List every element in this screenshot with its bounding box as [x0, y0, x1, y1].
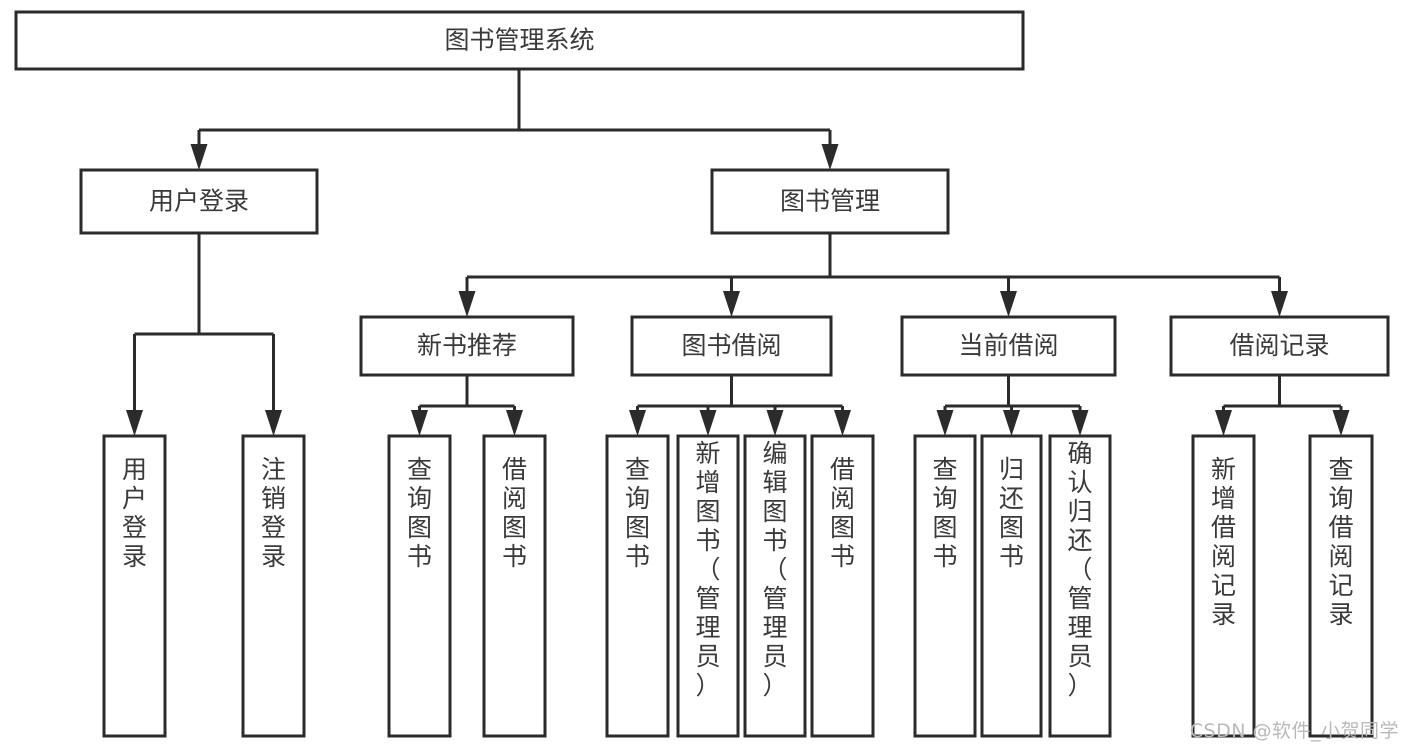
- node-leaf-7-label: 借阅图书: [830, 455, 855, 571]
- node-level2-0-label: 用户登录: [149, 187, 249, 216]
- node-leaf-5-rect[interactable]: [676, 434, 740, 738]
- node-leaf-9-rect[interactable]: [980, 434, 1043, 738]
- root-to-level2-1-arrowhead: [821, 144, 839, 170]
- level3-3-to-leaf-0-arrowhead: [1215, 410, 1232, 436]
- node-level3-0-rect[interactable]: [359, 315, 575, 377]
- node-leaf-2-label: 查询图书: [407, 455, 432, 571]
- csdn-watermark: CSDN @软件_小贺同学: [1189, 720, 1399, 742]
- node-leaf-9-label: 归还图书: [999, 455, 1024, 571]
- node-level3-1[interactable]: 图书借阅: [630, 315, 833, 377]
- node-root-图书管理系统-rect[interactable]: [14, 10, 1025, 71]
- node-leaf-0-label: 用户登录: [122, 455, 147, 571]
- node-leaf-12[interactable]: 查询借阅记录: [1308, 434, 1374, 738]
- level3-0-to-leaf-1-arrowhead: [506, 410, 523, 436]
- login-to-leaf-0-arrowhead: [126, 410, 143, 436]
- node-leaf-5[interactable]: 新增图书（管理员）: [676, 434, 740, 738]
- node-leaf-9[interactable]: 归还图书: [980, 434, 1043, 738]
- node-leaf-11-rect[interactable]: [1191, 434, 1256, 738]
- node-leaf-4-label: 查询图书: [625, 455, 650, 571]
- node-leaf-10-rect[interactable]: [1048, 434, 1112, 738]
- node-level2-1-label: 图书管理: [780, 187, 880, 216]
- level3-1-to-leaf-1-arrowhead: [699, 410, 717, 436]
- node-leaf-0-rect[interactable]: [102, 434, 167, 738]
- node-leaf-6-rect[interactable]: [743, 434, 807, 738]
- node-leaf-10[interactable]: 确认归还（管理员）: [1048, 434, 1112, 738]
- node-root-图书管理系统-label: 图书管理系统: [444, 26, 594, 55]
- node-leaf-12-rect[interactable]: [1308, 434, 1374, 738]
- node-level3-3-rect[interactable]: [1169, 315, 1390, 377]
- node-level2-1-rect[interactable]: [710, 168, 950, 235]
- node-level3-0[interactable]: 新书推荐: [359, 315, 575, 377]
- level3-2-to-leaf-1-arrowhead: [1003, 410, 1020, 436]
- node-leaf-3[interactable]: 借阅图书: [482, 434, 547, 738]
- node-leaf-12-label: 查询借阅记录: [1328, 455, 1353, 629]
- node-level3-3[interactable]: 借阅记录: [1169, 315, 1390, 377]
- node-leaf-7-rect[interactable]: [810, 434, 875, 738]
- node-leaf-3-label: 借阅图书: [502, 455, 527, 571]
- node-root-图书管理系统[interactable]: 图书管理系统: [14, 10, 1025, 71]
- level3-1-to-leaf-0-arrowhead: [629, 410, 646, 436]
- node-leaf-11-label: 新增借阅记录: [1211, 455, 1236, 629]
- level3-3-to-leaf-1-arrowhead: [1332, 410, 1350, 436]
- books-to-level3-1-arrowhead: [723, 291, 740, 317]
- node-leaf-0[interactable]: 用户登录: [102, 434, 167, 738]
- node-leaf-1[interactable]: 注销登录: [241, 434, 306, 738]
- node-leaf-8[interactable]: 查询图书: [913, 434, 977, 738]
- node-leaf-7[interactable]: 借阅图书: [810, 434, 875, 738]
- level3-2-to-leaf-0-arrowhead: [936, 410, 954, 436]
- node-leaf-1-label: 注销登录: [261, 455, 286, 571]
- node-level3-1-rect[interactable]: [630, 315, 833, 377]
- books-to-level3-0-arrowhead: [458, 291, 476, 317]
- node-leaf-2-rect[interactable]: [387, 434, 452, 738]
- node-leaf-8-label: 查询图书: [932, 455, 957, 571]
- node-leaf-2[interactable]: 查询图书: [387, 434, 452, 738]
- nodes-group: 图书管理系统用户登录图书管理新书推荐图书借阅当前借阅借阅记录用户登录注销登录查询…: [14, 10, 1390, 738]
- books-to-level3-3-arrowhead: [1271, 291, 1288, 317]
- node-level3-0-label: 新书推荐: [417, 331, 517, 360]
- node-leaf-10-label: 确认归还（管理员）: [1067, 439, 1092, 700]
- node-level2-0-rect[interactable]: [79, 168, 319, 235]
- node-leaf-5-label: 新增图书（管理员）: [695, 439, 720, 700]
- node-level3-3-label: 借阅记录: [1229, 331, 1329, 360]
- node-level3-2-label: 当前借阅: [958, 331, 1058, 360]
- node-leaf-11[interactable]: 新增借阅记录: [1191, 434, 1256, 738]
- node-leaf-4-rect[interactable]: [605, 434, 670, 738]
- connector-edges-group: [126, 69, 1350, 436]
- node-leaf-1-rect[interactable]: [241, 434, 306, 738]
- node-level3-2-rect[interactable]: [900, 315, 1117, 377]
- level3-1-to-leaf-2-arrowhead: [766, 410, 784, 436]
- node-leaf-6[interactable]: 编辑图书（管理员）: [743, 434, 807, 738]
- node-level2-0[interactable]: 用户登录: [79, 168, 319, 235]
- level3-1-to-leaf-3-arrowhead: [834, 410, 851, 436]
- level3-0-to-leaf-0-arrowhead: [411, 410, 428, 436]
- books-to-level3-2-arrowhead: [1000, 291, 1017, 317]
- node-leaf-4[interactable]: 查询图书: [605, 434, 670, 738]
- node-leaf-6-label: 编辑图书（管理员）: [762, 439, 787, 700]
- root-to-level2-0-arrowhead: [190, 144, 208, 170]
- login-to-leaf-1-arrowhead: [265, 410, 282, 436]
- node-leaf-8-rect[interactable]: [913, 434, 977, 738]
- node-level3-1-label: 图书借阅: [681, 331, 781, 360]
- node-leaf-3-rect[interactable]: [482, 434, 547, 738]
- level3-2-to-leaf-2-arrowhead: [1071, 410, 1089, 436]
- node-level2-1[interactable]: 图书管理: [710, 168, 950, 235]
- node-level3-2[interactable]: 当前借阅: [900, 315, 1117, 377]
